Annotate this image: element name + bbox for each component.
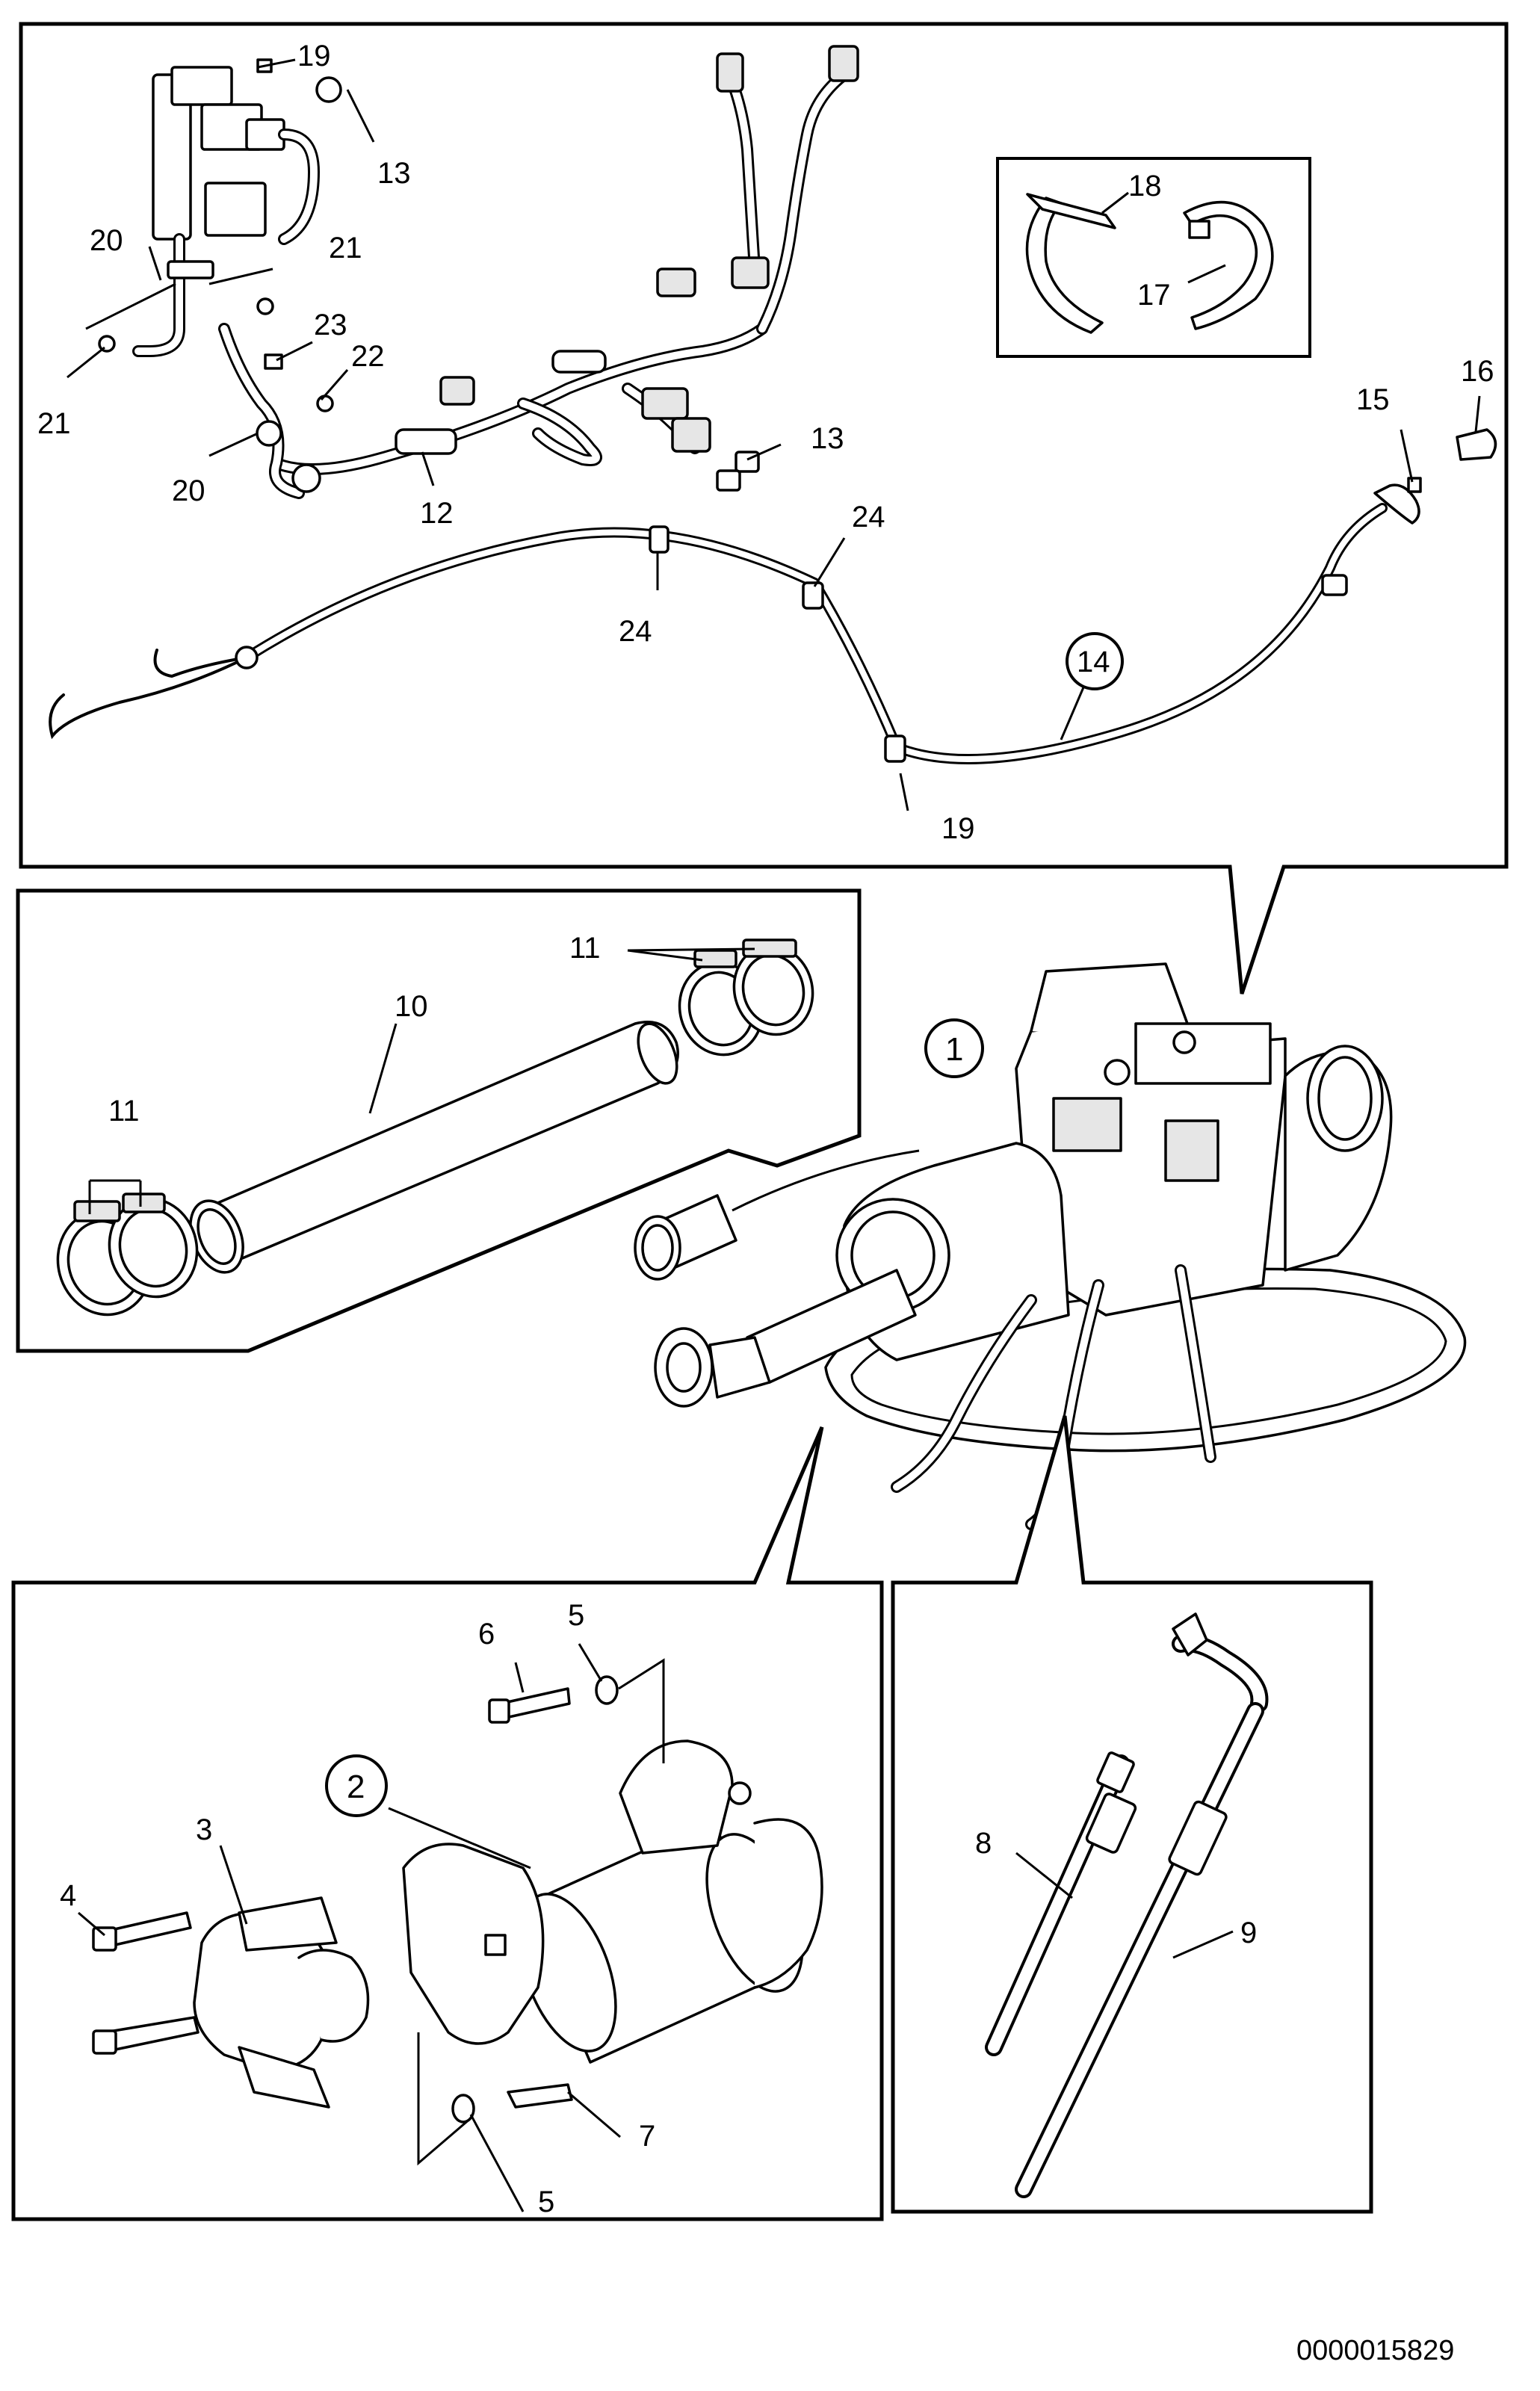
callout-6: 6 [478, 1618, 495, 1651]
driveshaft-circle [325, 1754, 388, 1817]
main-assembly: 1 [634, 962, 1467, 1530]
callout-13-right: 13 [811, 422, 844, 455]
callout-14-circle [1066, 632, 1124, 690]
callout-8: 8 [975, 1827, 992, 1860]
callout-4: 4 [60, 1879, 76, 1912]
callout-17: 17 [1137, 279, 1171, 312]
callout-11-right: 11 [569, 932, 601, 965]
callout-18: 18 [1128, 170, 1162, 202]
callout-3: 3 [196, 1813, 212, 1846]
callout-19-bottom: 19 [941, 812, 975, 845]
panel-pipe: 11 10 11 [16, 888, 862, 1353]
callout-9: 9 [1240, 1917, 1257, 1949]
callout-20-lower: 20 [172, 474, 205, 507]
callout-24-right: 24 [852, 501, 885, 533]
callout-2: 2 [347, 1769, 365, 1805]
callout-24-left: 24 [619, 615, 652, 648]
callout-23: 23 [314, 309, 347, 341]
callout-15: 15 [1356, 383, 1390, 416]
panel-harness: 19 13 20 21 21 23 22 20 12 13 18 17 16 1… [19, 22, 1509, 995]
callout-20-upper: 20 [90, 224, 123, 257]
assembly-circle [924, 1018, 984, 1078]
callout-21-right: 21 [329, 232, 362, 265]
callout-14: 14 [1077, 646, 1110, 678]
callout-5-top: 5 [568, 1599, 584, 1632]
callout-10: 10 [395, 990, 428, 1023]
callout-16: 16 [1461, 355, 1494, 388]
clamp-inset-box [996, 157, 1311, 358]
callout-7: 7 [639, 2120, 655, 2153]
callout-13-left: 13 [377, 157, 411, 190]
callout-5-bottom: 5 [538, 2186, 554, 2218]
panel-lines: 8 9 [891, 1415, 1373, 2214]
callout-22: 22 [351, 340, 385, 373]
callout-11-left: 11 [108, 1095, 140, 1128]
callout-21-left: 21 [37, 407, 71, 440]
callout-12: 12 [420, 497, 454, 530]
document-number: 0000015829 [1296, 2335, 1454, 2366]
callout-19-top: 19 [297, 40, 331, 72]
panel-driveshaft: 2 6 5 3 4 7 5 [11, 1426, 884, 2221]
callout-1: 1 [945, 1031, 963, 1068]
